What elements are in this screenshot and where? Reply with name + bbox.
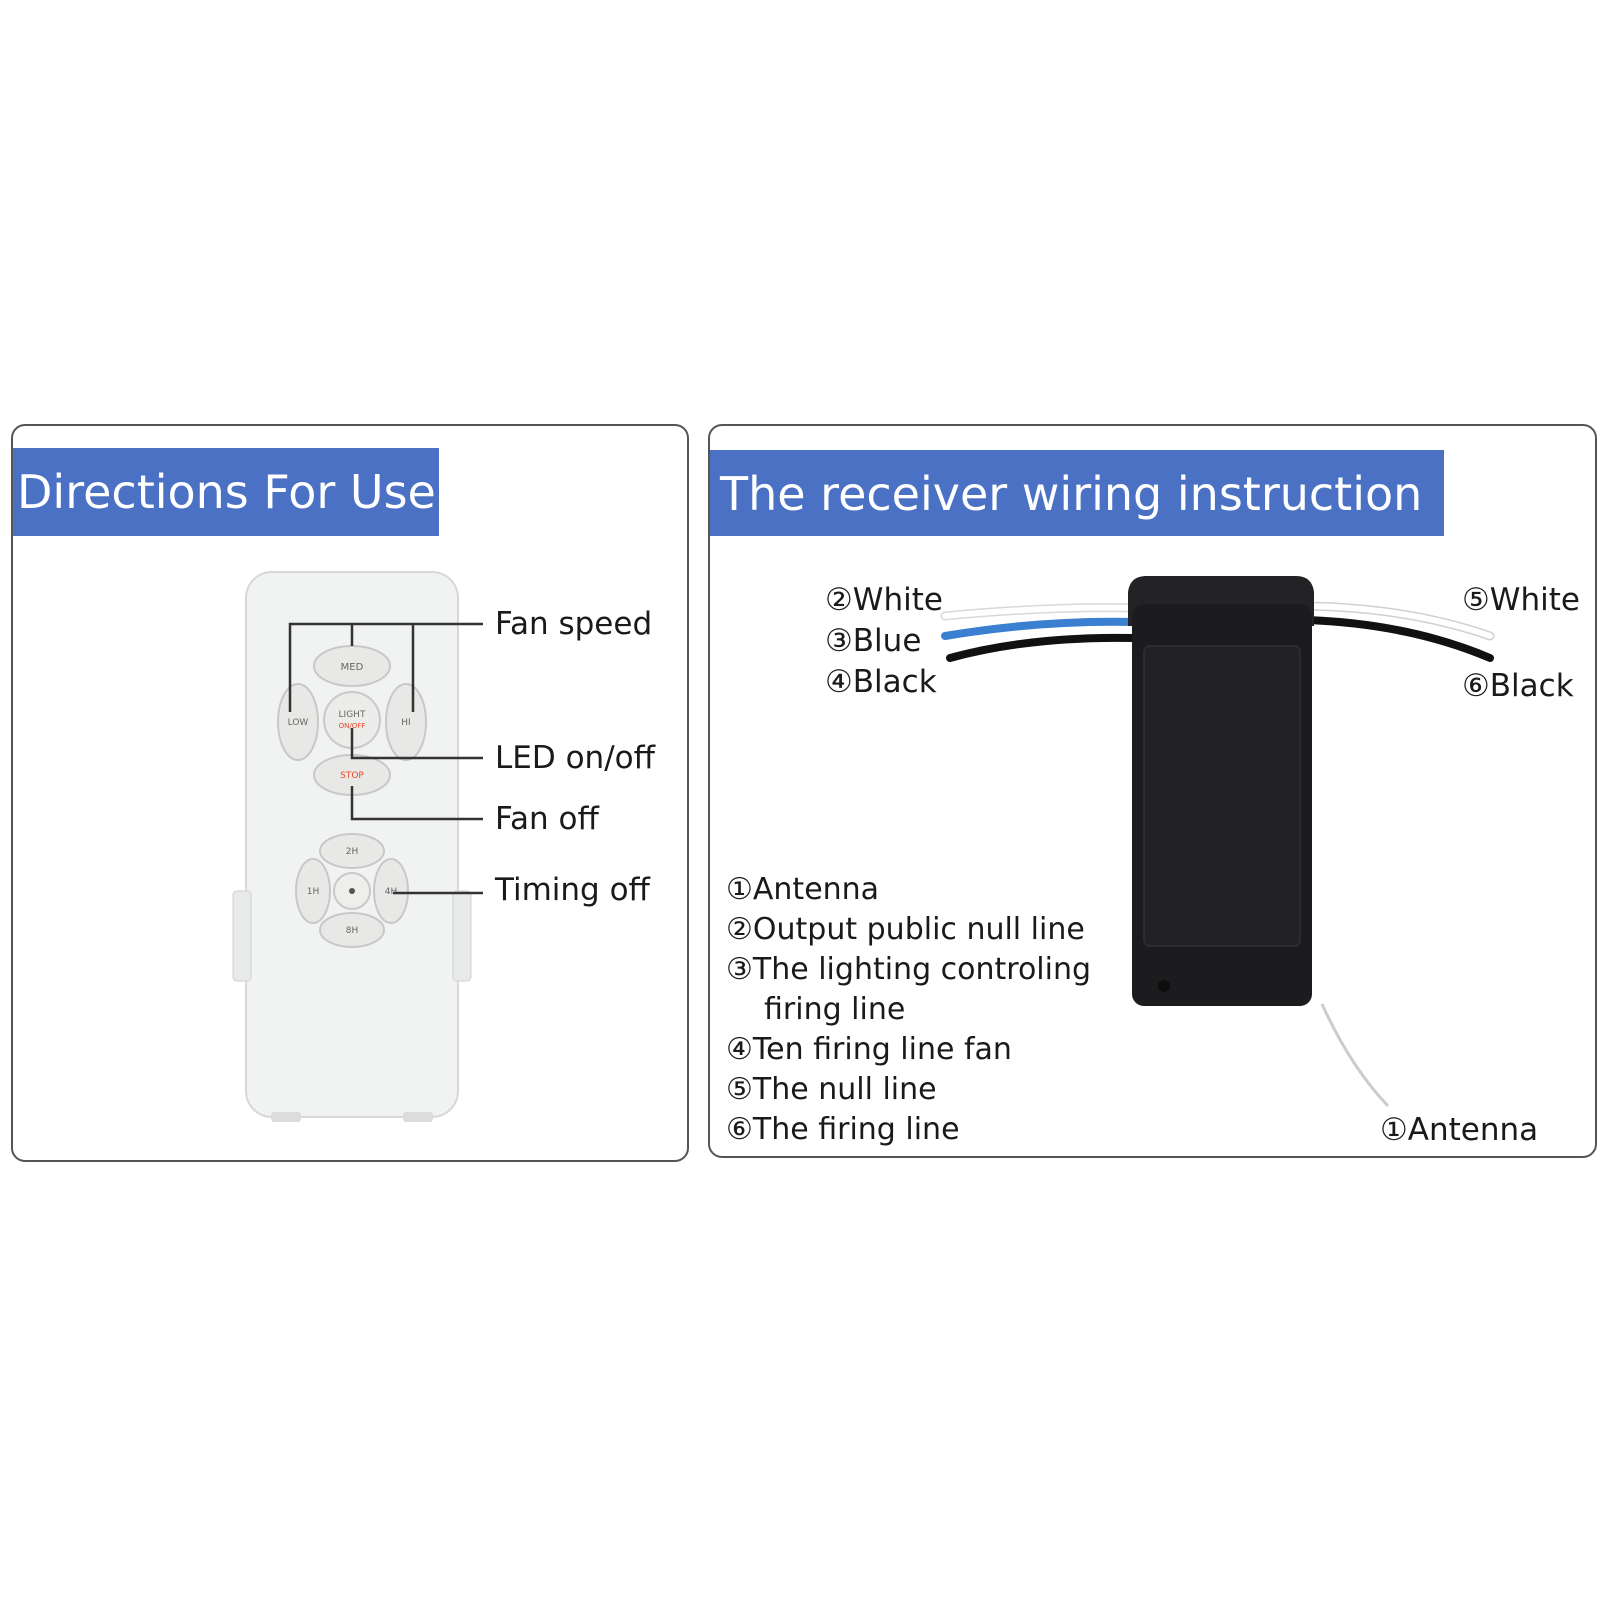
remote-clip-left: [232, 890, 252, 982]
low-label: LOW: [288, 718, 309, 728]
timer-8h-label: 8H: [346, 926, 359, 936]
timer-4h-button: [373, 858, 409, 924]
legend-item: ①Antenna: [726, 870, 1091, 910]
legend-item-text: ④Ten firing line fan: [726, 1032, 1012, 1067]
wire-black-left: [946, 633, 1139, 662]
low-button: [277, 683, 319, 761]
callout-led: LED on/off: [495, 740, 655, 776]
legend-item: ⑤The null line: [726, 1070, 1091, 1110]
timer-1h-button: [295, 858, 331, 924]
legend-item-text: ⑤The null line: [726, 1072, 937, 1107]
remote-foot-right: [403, 1112, 433, 1122]
stop-label: STOP: [340, 771, 364, 781]
legend-item: ③The lighting controling firing line: [726, 950, 1091, 1030]
antenna-label: ①Antenna: [1380, 1112, 1539, 1148]
timer-8h-button: [319, 912, 385, 948]
remote-clip-right: [452, 890, 472, 982]
wire-black-right: [1304, 616, 1494, 662]
timer-2h-button: [319, 833, 385, 869]
wire-label-black-left: ④Black: [825, 664, 937, 700]
wire-label-black-right: ⑥Black: [1462, 668, 1574, 704]
fan-off-leader: [350, 786, 483, 821]
legend-item-text: ①Antenna: [726, 872, 880, 907]
callout-timing-off: Timing off: [495, 872, 650, 908]
fan-speed-leader: [288, 622, 483, 712]
med-label: MED: [341, 662, 364, 673]
wiring-panel: The receiver wiring instruction ②White ③…: [708, 424, 1597, 1158]
wiring-title: The receiver wiring instruction: [710, 450, 1444, 536]
timer-2h-label: 2H: [346, 847, 359, 857]
legend-item-text: ⑥The firing line: [726, 1112, 960, 1147]
wiring-legend: ①Antenna ②Output public null line ③The l…: [726, 870, 1091, 1150]
antenna-wire: [1320, 1003, 1390, 1108]
wire-label-white-right: ⑤White: [1462, 582, 1580, 618]
legend-item-continuation: firing line: [764, 992, 906, 1027]
legend-item-text: ②Output public null line: [726, 912, 1085, 947]
hi-label: HI: [401, 718, 410, 728]
remote-foot-left: [271, 1112, 301, 1122]
wire-label-blue: ③Blue: [825, 623, 922, 659]
remote-illustration: MED LOW HI LIGHT ON/OFF STOP 2H 1H 4H 8H: [232, 571, 483, 1122]
light-sub-label: ON/OFF: [339, 722, 366, 730]
light-label: LIGHT: [339, 710, 366, 720]
timer-1h-label: 1H: [307, 887, 320, 897]
callout-fan-speed: Fan speed: [495, 606, 653, 642]
legend-item: ②Output public null line: [726, 910, 1091, 950]
directions-title: Directions For Use: [13, 448, 439, 536]
legend-item-text: ③The lighting controling: [726, 952, 1092, 987]
wire-white-right-inner: [1305, 603, 1493, 639]
legend-item: ⑥The firing line: [726, 1110, 1091, 1150]
receiver-hole: [1158, 980, 1170, 992]
receiver-illustration: [940, 576, 1495, 1108]
wire-label-white-left: ②White: [825, 582, 943, 618]
timer-4h-label: 4H: [385, 887, 398, 897]
directions-panel: Directions For Use MED LOW HI LIGHT ON/O…: [11, 424, 689, 1162]
led-leader: [350, 728, 483, 760]
timer-center-dot: [349, 888, 355, 894]
receiver-panel: [1143, 645, 1301, 947]
wire-blue: [941, 617, 1139, 640]
hi-button: [385, 683, 427, 761]
wire-white-left-inner: [942, 604, 1138, 619]
callout-fan-off: Fan off: [495, 801, 599, 837]
legend-item: ④Ten firing line fan: [726, 1030, 1091, 1070]
